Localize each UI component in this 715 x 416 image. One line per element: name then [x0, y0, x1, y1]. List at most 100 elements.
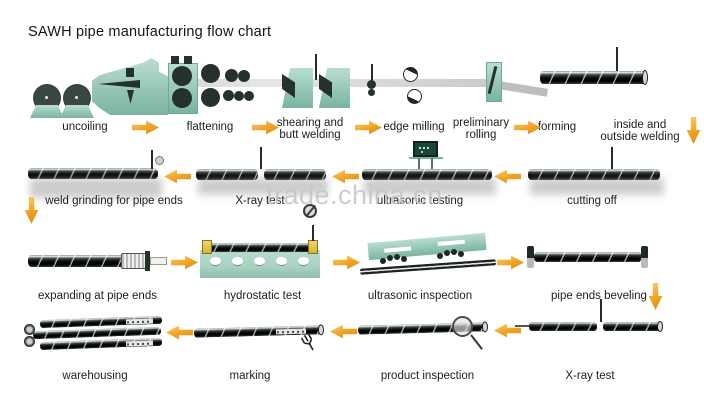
pipe-xray4-left — [529, 322, 597, 331]
weld-torch — [315, 54, 317, 80]
stage-label-forming: forming — [537, 121, 577, 133]
flow-arrow-left-icon — [494, 169, 521, 184]
grinding-tool — [151, 150, 153, 169]
stage-label-xray-test-row4: X-ray test — [565, 370, 615, 382]
xray-gauge-icon — [303, 204, 317, 218]
monitor-leg — [431, 158, 433, 169]
roller-small — [244, 91, 254, 101]
milling-cutter-icon — [407, 89, 422, 104]
clamp-icon — [308, 240, 318, 254]
stage-label-inside-outside-welding: inside and outside welding — [600, 119, 680, 144]
roller-small — [223, 90, 234, 101]
mill-ball — [368, 89, 375, 96]
probe-wheel-icon — [401, 256, 407, 262]
stage-label-shearing-butt-welding: shearing and butt welding — [276, 117, 344, 142]
probe-wheel-icon — [394, 254, 400, 260]
welding-rod — [616, 47, 618, 71]
probe-wheel-icon — [437, 253, 443, 259]
pipe-open-end — [657, 321, 663, 332]
coil-stand — [60, 105, 94, 118]
pipe-end-face — [24, 336, 35, 347]
expander-ring — [145, 251, 150, 271]
stage-label-marking: marking — [229, 370, 271, 382]
stage-label-preliminary-rolling: preliminary rolling — [452, 117, 510, 142]
magnifier-handle — [470, 334, 483, 350]
pipe-beveling — [534, 252, 642, 262]
water-bubble-icon — [232, 257, 243, 265]
pipe-shadow — [364, 178, 496, 195]
pipe-hydrostatic — [203, 243, 317, 252]
flow-arrow-right-icon — [171, 255, 198, 270]
marking-fork-icon — [300, 333, 314, 351]
pipe-xray-right — [264, 169, 326, 180]
probe-wheel-icon — [458, 251, 464, 257]
frame-cap — [171, 56, 179, 64]
grinding-disc-icon — [155, 156, 164, 165]
steel-strip-angled — [497, 81, 549, 97]
roller-small — [238, 70, 250, 82]
probe-wheel-icon — [444, 250, 450, 256]
pipe-ultrasonic-testing — [362, 169, 492, 180]
pipe-open-end — [317, 324, 325, 336]
plate-slot — [384, 246, 412, 253]
flow-arrow-down-icon — [24, 197, 39, 224]
leveler-block — [126, 68, 134, 77]
expander-tool-icon — [121, 253, 148, 269]
flow-arrow-left-icon — [166, 325, 193, 340]
stage-label-ultrasonic-testing: ultrasonic testing — [376, 195, 464, 207]
roller-small — [225, 69, 238, 82]
flow-arrow-down-icon — [648, 283, 663, 310]
stage-label-beveling: pipe ends beveling — [551, 290, 647, 302]
monitor-pixels — [419, 147, 421, 149]
plate-slot — [437, 239, 465, 247]
pipe-end-face — [24, 324, 35, 335]
probe-wheel-icon — [451, 249, 457, 255]
stage-label-weld-grinding: weld grinding for pipe ends — [45, 195, 183, 207]
pipe-shadow — [198, 178, 328, 195]
pipe-expanding — [28, 255, 124, 267]
pipe-xray4-right — [603, 321, 663, 332]
water-bubble-icon — [276, 257, 287, 265]
roller-large — [201, 64, 220, 83]
pipe-label-chip — [125, 340, 154, 347]
stage-label-uncoiling: uncoiling — [62, 121, 108, 133]
warehouse-pipe — [32, 326, 162, 340]
flow-arrow-right-icon — [132, 120, 159, 135]
monitor-leg — [418, 158, 420, 169]
pipe-open-end — [481, 321, 489, 333]
probe-wheel-icon — [387, 255, 393, 261]
probe-wheel-icon — [380, 258, 386, 264]
leveler-needle — [98, 80, 140, 88]
mill-ball — [367, 80, 376, 89]
bevel-flange — [641, 246, 648, 268]
roller-small — [234, 91, 244, 101]
expander-rod — [150, 257, 167, 265]
pipe-shadow — [530, 178, 664, 195]
stage-label-xray-test-row2: X-ray test — [235, 195, 285, 207]
xray-source-rod — [260, 147, 262, 169]
magnifier-icon — [452, 316, 473, 337]
stage-label-edge-milling: edge milling — [383, 121, 445, 133]
pipe-shadow — [30, 178, 162, 198]
clamp-icon — [202, 240, 212, 254]
stage-label-product-inspection: product inspection — [380, 370, 475, 382]
cutting-tool — [611, 147, 613, 169]
flow-arrow-right-icon — [333, 255, 360, 270]
water-bubble-icon — [298, 257, 309, 265]
flow-arrow-left-icon — [164, 169, 191, 184]
coil-stand — [30, 105, 64, 118]
stage-label-warehousing: warehousing — [62, 370, 128, 382]
pipe-weld-grinding — [28, 168, 158, 179]
water-bubble-icon — [210, 257, 221, 265]
pipe-pin — [515, 325, 529, 327]
flow-arrow-down-icon — [686, 117, 701, 144]
stage-label-cutting-off: cutting off — [567, 195, 617, 207]
xray-source-rod — [600, 299, 602, 322]
inspection-plate — [367, 232, 487, 261]
pipe-cutting-off — [528, 169, 660, 180]
milling-cutter-icon — [403, 67, 418, 82]
stage-label-hydrostatic: hydrostatic test — [223, 290, 302, 302]
mill-pin — [371, 64, 373, 82]
flow-arrow-left-icon — [330, 324, 357, 339]
